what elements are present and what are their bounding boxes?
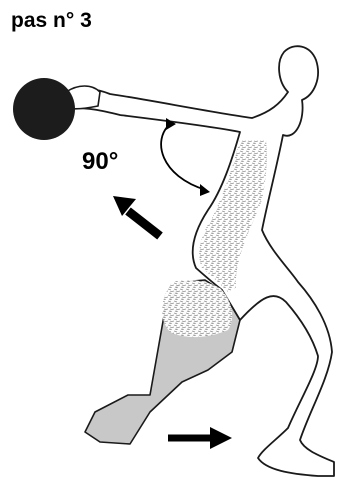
angle-label: 90°: [82, 150, 118, 174]
angle-arrowhead-bottom: [200, 184, 210, 196]
arrow-right-icon: [168, 427, 232, 449]
bowling-ball-icon: [13, 78, 75, 140]
arrow-up-left-icon: [113, 196, 160, 236]
angle-arc: [161, 124, 206, 190]
